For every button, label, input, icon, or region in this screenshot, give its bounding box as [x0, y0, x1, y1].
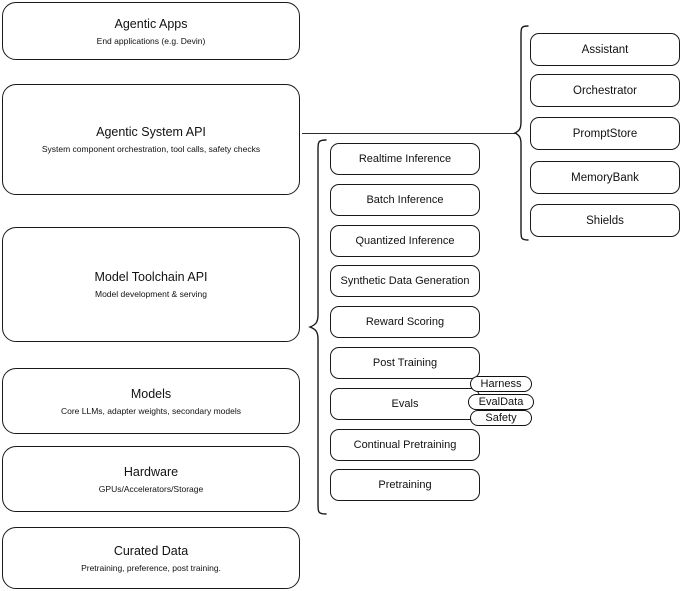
capability-box-evals[interactable]: Evals: [330, 388, 480, 420]
capability-box-pretraining[interactable]: Pretraining: [330, 469, 480, 501]
eval-pill-label: EvalData: [478, 395, 524, 408]
layer-title: Hardware: [123, 464, 179, 479]
capability-label: Quantized Inference: [355, 235, 455, 247]
component-box-assistant[interactable]: Assistant: [530, 33, 680, 66]
capability-box-continual-pretraining[interactable]: Continual Pretraining: [330, 429, 480, 461]
eval-pill-safety[interactable]: Safety: [470, 410, 532, 426]
layer-box-agentic-system-api[interactable]: Agentic System API System component orch…: [2, 84, 300, 195]
component-label: Shields: [586, 214, 624, 227]
capability-box-batch-inference[interactable]: Batch Inference: [330, 184, 480, 216]
capability-label: Batch Inference: [366, 194, 444, 206]
layer-subtitle: Model development & serving: [95, 289, 207, 299]
capability-label: Post Training: [372, 357, 438, 369]
layer-subtitle: Pretraining, preference, post training.: [81, 562, 221, 573]
layer-subtitle: System component orchestration, tool cal…: [41, 144, 261, 154]
component-label: Orchestrator: [573, 84, 637, 97]
component-box-shields[interactable]: Shields: [530, 204, 680, 237]
eval-pill-evaldata[interactable]: EvalData: [468, 394, 534, 410]
capability-label: Realtime Inference: [358, 153, 452, 165]
component-box-orchestrator[interactable]: Orchestrator: [530, 74, 680, 107]
component-label: Assistant: [581, 43, 629, 56]
layer-box-model-toolchain-api[interactable]: Model Toolchain API Model development & …: [2, 227, 300, 342]
component-box-memorybank[interactable]: MemoryBank: [530, 161, 680, 194]
capability-box-realtime-inference[interactable]: Realtime Inference: [330, 143, 480, 175]
layer-subtitle: GPUs/Accelerators/Storage: [98, 483, 204, 494]
connector-system-api-to-components: [302, 133, 516, 135]
layer-title: Agentic System API: [96, 125, 206, 139]
capability-label: Reward Scoring: [365, 316, 445, 328]
capability-label: Evals: [391, 398, 419, 410]
layer-box-models[interactable]: Models Core LLMs, adapter weights, secon…: [2, 368, 300, 434]
capability-label: Pretraining: [378, 479, 432, 491]
layer-box-hardware[interactable]: Hardware GPUs/Accelerators/Storage: [2, 446, 300, 512]
brace-toolchain-capabilities: [308, 139, 327, 515]
layer-title: Model Toolchain API: [94, 270, 208, 284]
capability-box-quantized-inference[interactable]: Quantized Inference: [330, 225, 480, 257]
eval-pill-label: Safety: [485, 411, 517, 424]
capability-box-reward-scoring[interactable]: Reward Scoring: [330, 306, 480, 338]
layer-title: Agentic Apps: [114, 16, 188, 31]
layer-subtitle: End applications (e.g. Devin): [96, 35, 206, 46]
capability-label: Synthetic Data Generation: [340, 275, 470, 287]
layer-title: Models: [130, 386, 172, 401]
component-label: MemoryBank: [571, 171, 639, 184]
component-label: PromptStore: [572, 127, 638, 140]
layer-title: Curated Data: [113, 543, 189, 558]
layer-box-curated-data[interactable]: Curated Data Pretraining, preference, po…: [2, 527, 300, 589]
layer-box-agentic-apps[interactable]: Agentic Apps End applications (e.g. Devi…: [2, 2, 300, 60]
capability-box-post-training[interactable]: Post Training: [330, 347, 480, 379]
eval-pill-label: Harness: [480, 377, 522, 390]
capability-label: Continual Pretraining: [353, 439, 457, 451]
capability-box-synthetic-data-generation[interactable]: Synthetic Data Generation: [330, 265, 480, 297]
eval-pill-harness[interactable]: Harness: [470, 376, 532, 392]
layer-subtitle: Core LLMs, adapter weights, secondary mo…: [60, 405, 241, 416]
component-box-promptstore[interactable]: PromptStore: [530, 117, 680, 150]
